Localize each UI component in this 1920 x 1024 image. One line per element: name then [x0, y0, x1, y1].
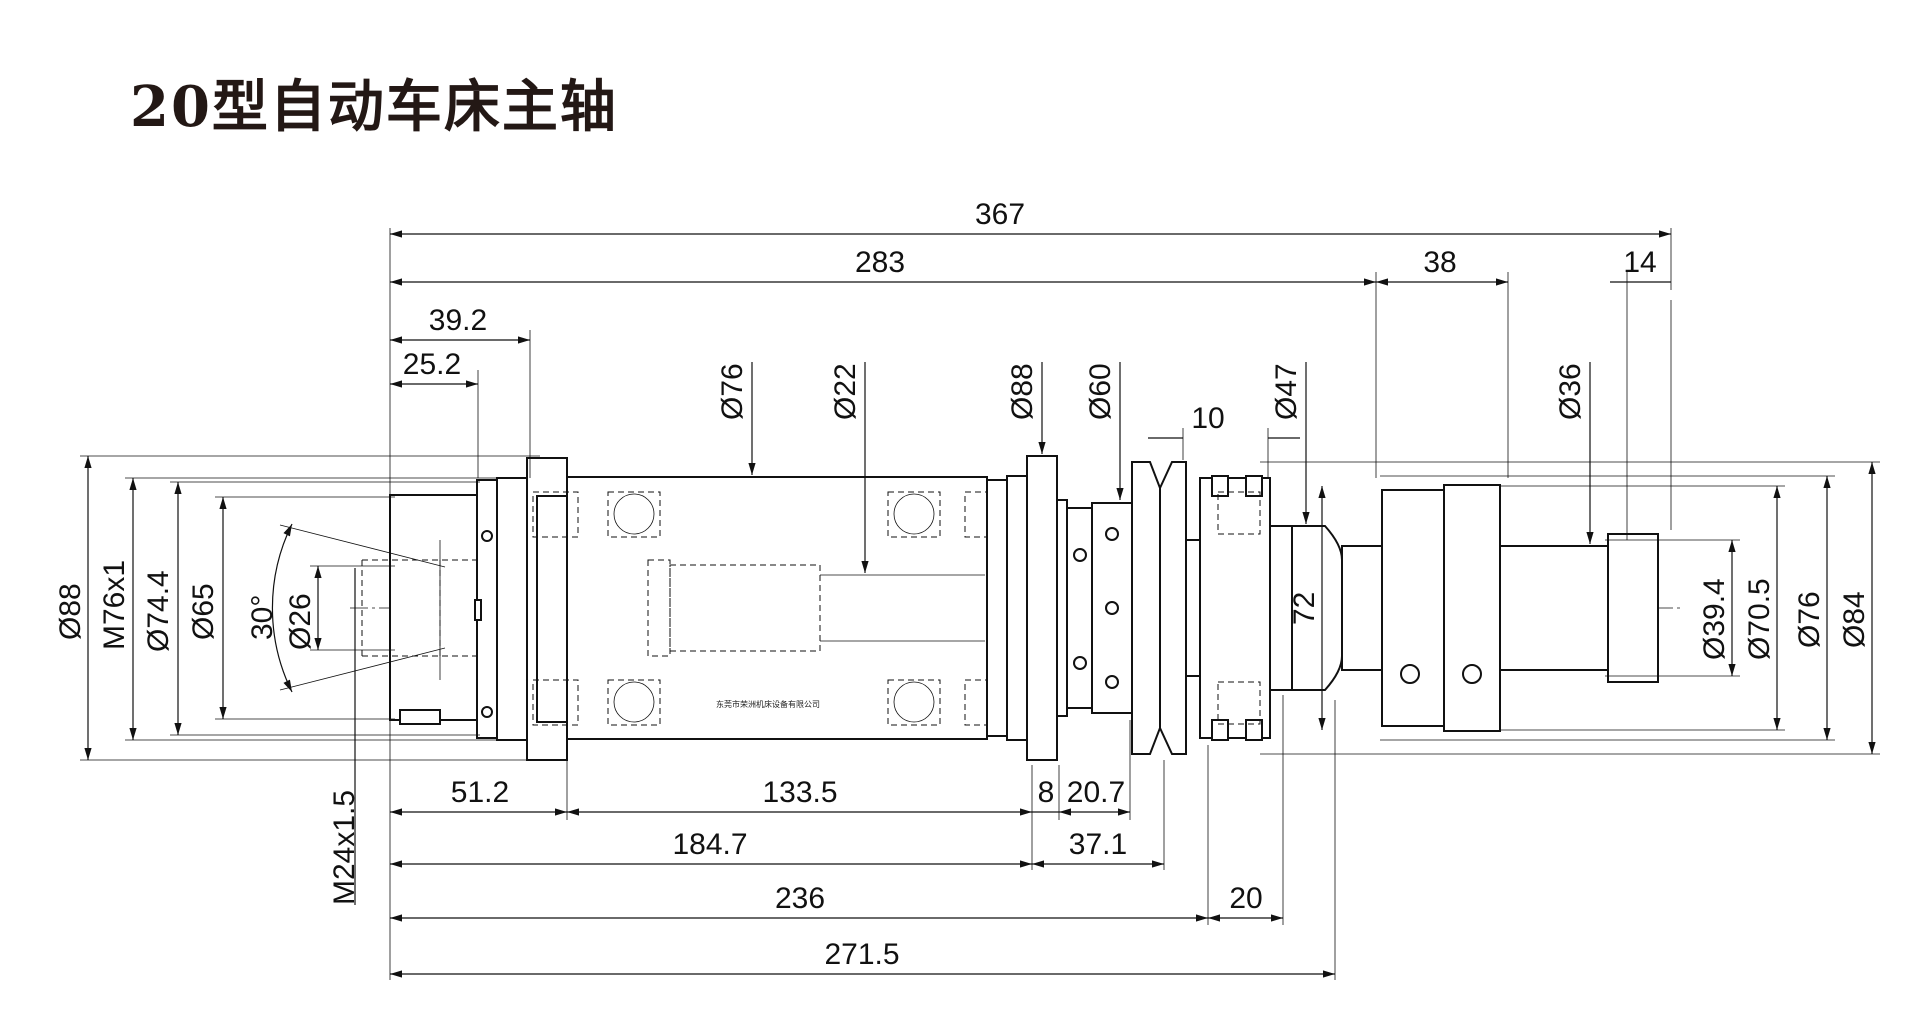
dim-271-5: 271.5: [824, 938, 899, 971]
dim-367: 367: [975, 198, 1025, 231]
dim-phi60-top: Ø60: [1084, 363, 1117, 420]
dim-72: 72: [1288, 592, 1321, 625]
dimensions-left: Ø88 M76x1 Ø74.4 Ø65 30° Ø26 M24x1.5: [54, 456, 361, 905]
dim-phi36-top: Ø36: [1554, 363, 1587, 420]
dim-phi47-top: Ø47: [1270, 363, 1303, 420]
dim-phi39-4: Ø39.4: [1698, 578, 1731, 660]
extension-lines: [80, 228, 1880, 980]
dim-phi74-4: Ø74.4: [142, 570, 175, 652]
dim-20-7: 20.7: [1067, 776, 1125, 809]
dimensions-right: 72 Ø39.4 Ø70.5 Ø76 Ø84: [1288, 462, 1876, 754]
dim-14: 14: [1623, 246, 1656, 279]
dim-184-7: 184.7: [672, 828, 747, 861]
dim-phi76-right: Ø76: [1793, 591, 1826, 648]
dim-39-2: 39.2: [429, 304, 487, 337]
dim-phi70-5: Ø70.5: [1743, 578, 1776, 660]
page-title: 20型自动车床主轴: [130, 74, 618, 140]
dim-283: 283: [855, 246, 905, 279]
dimensions-top: 367 283 38 14 39.2 25.2 10 Ø76 Ø22 Ø88 Ø…: [390, 198, 1671, 573]
dim-38: 38: [1423, 246, 1456, 279]
dim-phi26: Ø26: [284, 593, 317, 650]
dim-phi65: Ø65: [187, 583, 220, 640]
dim-51-2: 51.2: [451, 776, 509, 809]
dim-phi84: Ø84: [1838, 591, 1871, 648]
dim-10: 10: [1191, 402, 1224, 435]
dim-25-2: 25.2: [403, 348, 461, 381]
dim-133-5: 133.5: [762, 776, 837, 809]
dim-m76: M76x1: [98, 560, 131, 650]
dim-angle-30: 30°: [246, 595, 279, 640]
spindle-body: 东莞市荣洲机床设备有限公司: [279, 455, 1680, 761]
dim-37-1: 37.1: [1069, 828, 1127, 861]
dim-phi88-left: Ø88: [54, 583, 87, 640]
company-stamp: 东莞市荣洲机床设备有限公司: [716, 699, 820, 709]
dim-8: 8: [1038, 776, 1055, 809]
dim-20: 20: [1229, 882, 1262, 915]
dim-phi88-top: Ø88: [1006, 363, 1039, 420]
dim-phi22-top: Ø22: [829, 363, 862, 420]
dim-m24: M24x1.5: [328, 790, 361, 905]
dim-phi76-top: Ø76: [716, 363, 749, 420]
dimensions-bottom: 51.2 133.5 8 20.7 184.7 37.1 236 20 271.…: [390, 776, 1335, 978]
dim-236: 236: [775, 882, 825, 915]
